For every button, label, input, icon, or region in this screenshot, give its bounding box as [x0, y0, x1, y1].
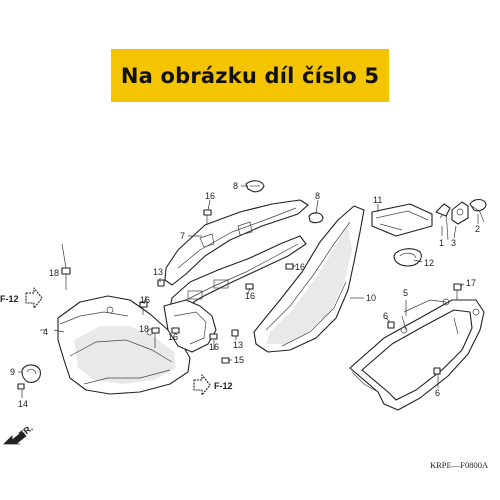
callout-13a: 13	[153, 267, 163, 277]
callout-12: 12	[424, 258, 434, 268]
callout-labels: 8 16 8 11 7 1 2 3 12 18 16 13 17 5 16 16…	[10, 181, 480, 409]
svg-text:F-12: F-12	[0, 294, 19, 304]
callout-16f: 16	[168, 332, 178, 342]
screw-13-a	[157, 279, 165, 287]
callout-5: 5	[403, 288, 408, 298]
part-4-front-side-cover	[57, 295, 191, 395]
title-banner: Na obrázku díl číslo 5	[111, 49, 389, 102]
callout-3: 3	[451, 238, 456, 248]
part-8-clip-upper	[245, 180, 265, 193]
screw-16-f	[171, 327, 180, 334]
callout-16c: 16	[140, 295, 150, 305]
callout-16a: 16	[205, 191, 215, 201]
callout-14: 14	[18, 399, 28, 409]
callout-11: 11	[373, 195, 382, 205]
callout-18b: 18	[139, 324, 149, 334]
banner-text: Na obrázku díl číslo 5	[120, 63, 380, 88]
callout-17: 17	[466, 278, 476, 288]
callout-8a: 8	[233, 181, 238, 191]
part-2-key	[469, 198, 487, 223]
part-8-clip-right	[308, 212, 324, 224]
f12-ref-arrow-icon	[25, 287, 43, 309]
f12-ref-left: F-12	[0, 287, 43, 309]
screw-16-d	[245, 283, 254, 290]
f12-ref-bottom: F-12	[193, 374, 233, 396]
callout-2: 2	[475, 224, 480, 234]
part-10-right-side-cover	[253, 205, 365, 353]
screw-15	[221, 357, 230, 364]
fr-arrow-icon	[3, 431, 27, 445]
screw-13-b	[231, 329, 239, 337]
callout-6a: 6	[383, 311, 388, 321]
callout-15: 15	[234, 355, 244, 365]
part-11-storage-box	[371, 203, 433, 237]
screw-6-b	[433, 367, 441, 375]
part-12-bracket	[393, 248, 422, 267]
callout-9: 9	[10, 367, 15, 377]
front-direction-indicator: FR.	[3, 423, 35, 445]
part-3-lock-cylinder	[451, 201, 469, 225]
leader-lines	[18, 185, 479, 398]
callout-16b: 16	[295, 262, 305, 272]
part-1-lock-rod	[435, 203, 451, 241]
callout-10: 10	[366, 293, 376, 303]
diagram-code: KRPE—F0800A	[430, 460, 489, 470]
callout-18a: 18	[49, 268, 59, 278]
screw-14	[17, 383, 25, 390]
callout-7: 7	[180, 231, 185, 241]
screw-16-c	[139, 301, 148, 315]
screw-16-e	[209, 333, 218, 340]
screw-17	[453, 283, 462, 300]
callout-16e: 16	[209, 342, 219, 352]
part-5-rear-carrier	[349, 298, 485, 411]
screw-18-upper	[61, 267, 71, 290]
screw-16-a	[203, 209, 212, 224]
screw-16-b	[285, 263, 294, 270]
screw-18-lower	[151, 327, 160, 348]
callout-6b: 6	[435, 388, 440, 398]
screw-symbols	[17, 209, 462, 390]
svg-text:F-12: F-12	[214, 381, 233, 391]
callout-1: 1	[439, 238, 444, 248]
callout-16d: 16	[245, 291, 255, 301]
part-7-rear-upper-cover	[164, 199, 309, 286]
screw-6-a	[387, 321, 395, 329]
callout-4: 4	[43, 327, 48, 337]
part-9-grommet	[21, 364, 41, 383]
callout-13b: 13	[233, 340, 243, 350]
callout-8b: 8	[315, 191, 320, 201]
